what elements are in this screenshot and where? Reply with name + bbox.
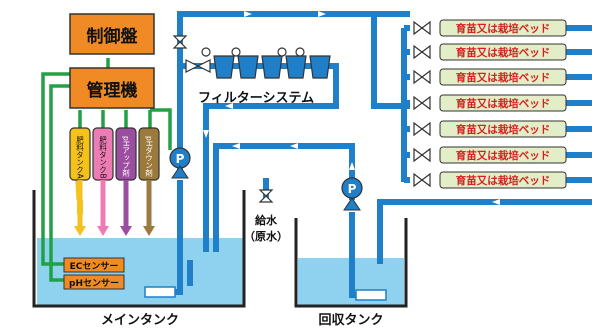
bed-label: 育苗又は栽培ベッド <box>456 123 551 136</box>
tank-a-label: 肥料タンクA <box>75 136 84 180</box>
manager-label: 管理機 <box>87 80 138 101</box>
bed-box <box>439 43 567 61</box>
ph-sensor-label: pHセンサー <box>69 278 119 289</box>
ph-sensor-box <box>63 274 125 290</box>
main-pump-base <box>171 165 189 179</box>
bed-box <box>439 120 567 138</box>
recovery-pump-label: P <box>348 182 357 196</box>
bed-box <box>439 68 567 86</box>
bed-box <box>439 146 567 164</box>
tank-b-label: 肥料タンクB <box>98 136 107 179</box>
main-tank-label: メインタンク <box>101 313 179 328</box>
ec-sensor-box <box>63 257 125 273</box>
bed-label: 育苗又は栽培ベッド <box>456 46 551 59</box>
beds: 育苗又は栽培ベッド 育苗又は栽培ベッド 育苗又は栽培ベッド 育苗又は栽培ベッド … <box>439 19 567 189</box>
filter-units <box>213 55 331 79</box>
bed-label: 育苗又は栽培ベッド <box>456 174 551 187</box>
filter-system-label: フィルターシステム <box>198 91 314 106</box>
valves <box>172 20 431 203</box>
bed-label: 育苗又は栽培ベッド <box>456 149 551 162</box>
bed-label: 育苗又は栽培ベッド <box>456 71 551 84</box>
dosing-tanks <box>69 127 160 236</box>
recovery-tank-outline <box>294 218 408 308</box>
bed-label: 育苗又は栽培ベッド <box>456 22 551 35</box>
filter-gauges <box>201 47 305 57</box>
bed-box <box>439 19 567 37</box>
main-tank-strainer <box>144 286 176 298</box>
bed-label: 育苗又は栽培ベッド <box>456 97 551 110</box>
main-pump-label: P <box>176 152 185 166</box>
control-panel-box <box>69 13 155 55</box>
control-wires <box>41 58 172 282</box>
bed-box <box>439 94 567 112</box>
ec-sensor-label: ECセンサー <box>70 261 119 272</box>
pipes <box>177 11 592 286</box>
control-panel-label: 制御盤 <box>87 26 139 47</box>
ph-up-label: pHアップ剤 <box>121 136 130 178</box>
bed-box <box>439 171 567 189</box>
flow-arrows <box>203 11 500 205</box>
main-tank-outline <box>32 190 246 308</box>
ph-down-label: pHダウン剤 <box>144 136 153 178</box>
recovery-pump-base <box>343 197 361 211</box>
manager-box <box>69 67 155 109</box>
water-supply-sub-label: （原水） <box>244 229 288 243</box>
recovery-tank-label: 回収タンク <box>318 313 383 328</box>
water-supply-label: 給水 <box>255 213 278 227</box>
recovery-tank-strainer <box>355 289 387 301</box>
